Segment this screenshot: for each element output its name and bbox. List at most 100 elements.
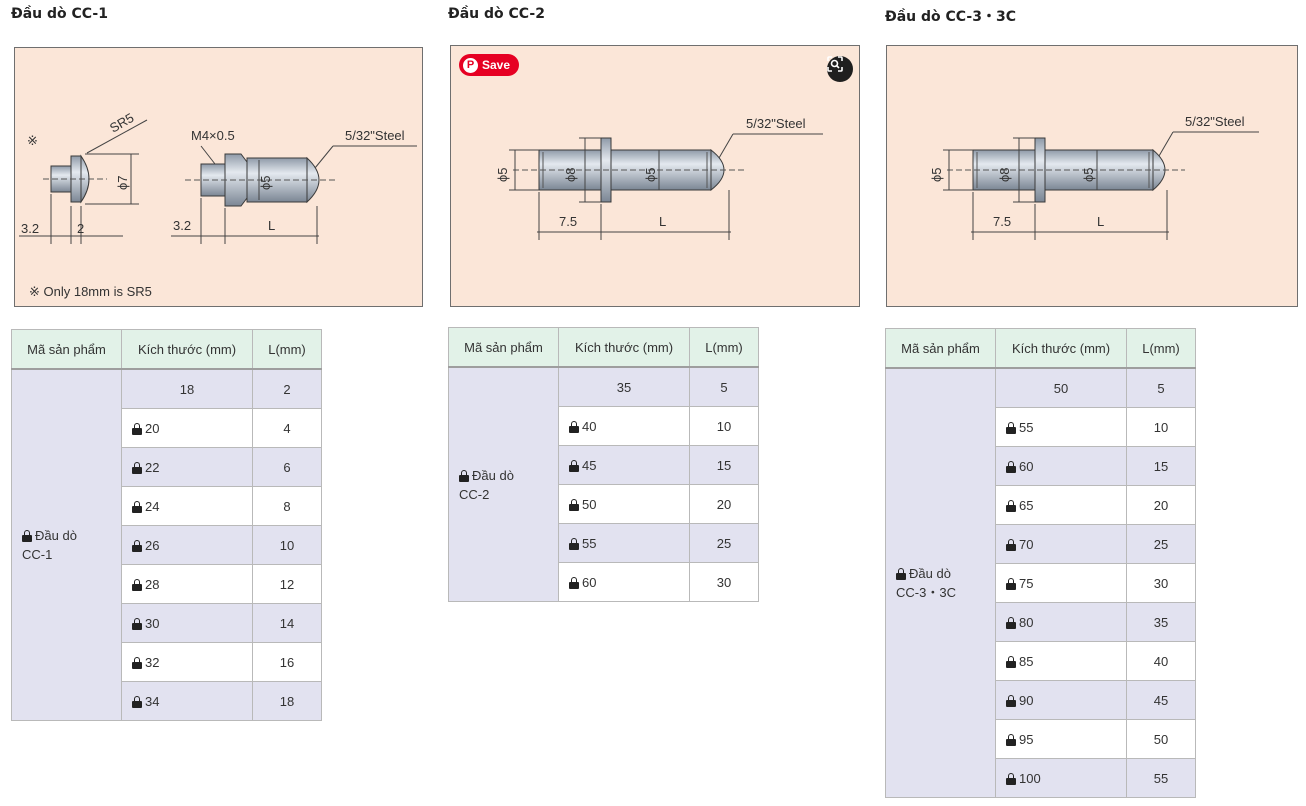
size-value: 40 [582,418,597,434]
size-cell: 65 [995,485,1127,525]
header-size: Kích thước (mm) [995,328,1127,369]
size-value: 60 [1019,458,1034,474]
size-cell: 24 [121,486,253,526]
label-phi5-a: ϕ5 [929,167,944,182]
length-cell: 14 [252,603,322,643]
product-model: CC-1 [22,547,53,562]
size-value: 100 [1019,770,1041,786]
lock-icon [569,576,579,589]
lock-icon [1006,616,1016,629]
lock-icon [1006,499,1016,512]
size-cell: 32 [121,642,253,682]
table-row: 45 15 [449,445,759,485]
size-cell: 20 [121,408,253,448]
length-cell: 15 [689,445,759,485]
label-7-5: 7.5 [559,214,577,229]
length-cell: 10 [689,406,759,446]
table-row: 40 10 [449,406,759,446]
lock-icon [1006,577,1016,590]
length-cell: 30 [1126,563,1196,603]
size-value: 26 [145,537,160,553]
length-cell: 12 [252,564,322,604]
size-value: 22 [145,459,160,475]
size-value: 20 [145,420,160,436]
size-value: 50 [1053,380,1069,396]
length-cell: 40 [1126,641,1196,681]
length-cell: 20 [1126,485,1196,525]
size-value: 45 [582,457,597,473]
label-phi5-a: ϕ5 [495,167,510,182]
length-cell: 25 [1126,524,1196,564]
size-value: 24 [145,498,160,514]
header-size: Kích thước (mm) [558,327,690,368]
length-cell: 8 [252,486,322,526]
size-cell: 85 [995,641,1127,681]
label-phi5: ϕ5 [258,175,273,190]
length-cell: 18 [252,681,322,721]
size-cell: 50 [995,367,1127,408]
lock-icon [1006,733,1016,746]
length-cell: 2 [252,368,322,409]
size-cell: 28 [121,564,253,604]
size-cell: 40 [558,406,690,446]
label-3-2-a: 3.2 [21,221,39,236]
size-cell: 100 [995,758,1127,798]
size-value: 55 [582,535,597,551]
length-cell: 35 [1126,602,1196,642]
size-value: 18 [179,381,195,397]
size-cell: 26 [121,525,253,565]
size-value: 35 [616,379,632,395]
length-cell: 55 [1126,758,1196,798]
diagram-cc3: 5/32"Steel ϕ5 ϕ8 ϕ5 7.5 L [886,45,1298,307]
label-L: L [659,214,666,229]
size-value: 34 [145,693,160,709]
pinterest-save-button[interactable]: P Save [459,54,520,76]
size-cell: 18 [121,368,253,409]
length-cell: 20 [689,484,759,524]
size-cell: 60 [558,562,690,602]
label-sr5: SR5 [107,110,136,136]
lock-icon [1006,421,1016,434]
lock-icon [569,537,579,550]
size-value: 75 [1019,575,1034,591]
size-value: 32 [145,654,160,670]
section-title: Đầu dò CC-1 [11,6,108,22]
label-phi8: ϕ8 [563,167,578,182]
size-cell: 22 [121,447,253,487]
size-cell: 90 [995,680,1127,720]
label-3-2-b: 3.2 [173,218,191,233]
header-length: L(mm) [252,329,322,370]
lock-icon [1006,694,1016,707]
lock-icon [132,578,142,591]
diagram-cc2-drawing: 5/32"Steel ϕ5 ϕ8 ϕ5 7.5 L [495,116,823,240]
size-cell: 45 [558,445,690,485]
visual-search-button[interactable] [827,56,853,82]
lock-icon [1006,772,1016,785]
pinterest-icon: P [463,57,478,73]
lock-icon [132,695,142,708]
table-row: 100 55 [886,758,1196,798]
length-cell: 15 [1126,446,1196,486]
size-value: 30 [145,615,160,631]
header-product-code: Mã sản phẩm [11,329,122,370]
diagram-cc1-drawing: SR5 ※ ϕ7 3.2 2 M4×0.5 5/32"Steel [19,110,417,299]
label-phi5-b: ϕ5 [643,167,658,182]
size-value: 55 [1019,419,1034,435]
lock-icon [132,656,142,669]
size-cell: 60 [995,446,1127,486]
length-cell: 30 [689,562,759,602]
size-cell: 50 [558,484,690,524]
